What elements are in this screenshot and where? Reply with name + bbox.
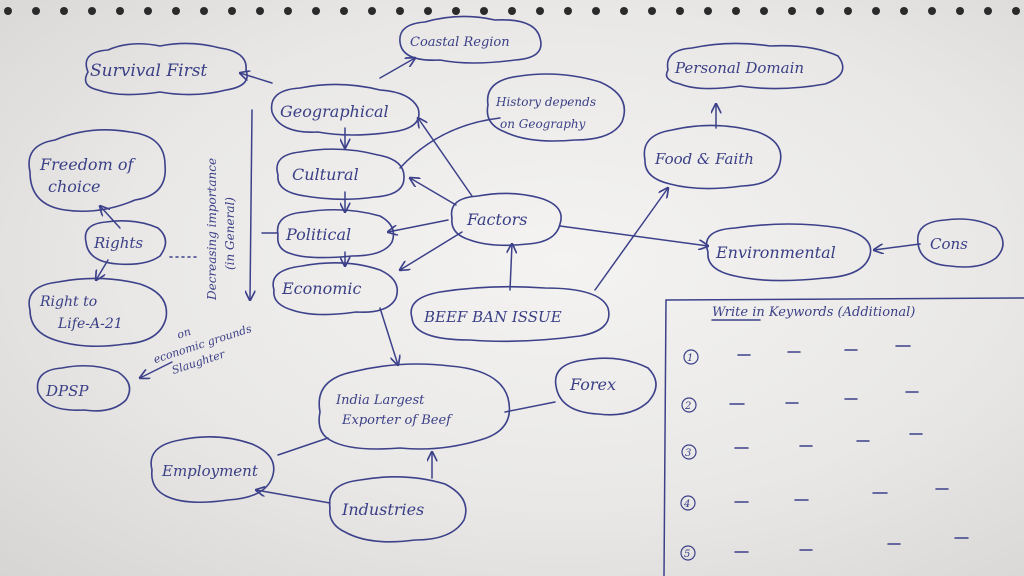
node-freedom-line2: choice [48, 177, 100, 196]
node-food-faith: Food & Faith [654, 150, 754, 168]
node-india-exporter-line2: Exporter of Beef [341, 413, 453, 428]
node-history-line2: on Geography [500, 117, 586, 131]
notes-item-5: 5 [684, 549, 690, 560]
connectors [96, 58, 921, 504]
node-dpsp: DPSP [45, 382, 89, 400]
notes-box: Write in Keywords (Additional) 1 2 3 4 5 [663, 297, 1024, 576]
notes-item-3: 3 [685, 448, 691, 459]
node-freedom-line1: Freedom of [39, 155, 136, 174]
notes-item-1: 1 [687, 353, 693, 364]
node-environmental: Environmental [715, 243, 836, 262]
node-coastal-region: Coastal Region [410, 35, 510, 50]
cloud-shapes [28, 15, 1004, 543]
node-beef-ban-issue: BEEF BAN ISSUE [423, 308, 562, 326]
node-geographical: Geographical [280, 102, 389, 121]
node-industries: Industries [341, 500, 424, 519]
node-forex: Forex [569, 375, 616, 394]
node-factors: Factors [466, 210, 527, 229]
annotation-decreasing-line2: (in General) [223, 197, 237, 270]
notes-heading: Write in Keywords (Additional) [712, 305, 915, 320]
notes-item-2: 2 [684, 401, 691, 412]
spiral-binding [4, 7, 1020, 15]
node-cultural: Cultural [292, 165, 359, 184]
notes-item-4: 4 [683, 499, 690, 510]
node-rights: Rights [93, 234, 143, 252]
node-india-exporter-line1: India Largest [335, 393, 425, 408]
node-economic: Economic [281, 279, 362, 298]
annotation-decreasing-line1: Decreasing importance [205, 158, 219, 301]
node-cons: Cons [930, 235, 968, 253]
node-employment: Employment [161, 462, 259, 480]
node-political: Political [285, 225, 351, 244]
annotation-economic-grounds: on economic grounds Slaughter [152, 322, 254, 377]
node-personal-domain: Personal Domain [674, 59, 804, 77]
node-history-line1: History depends [495, 95, 596, 109]
node-survival-first: Survival First [90, 61, 207, 81]
annotation-econ-line1: on [175, 325, 192, 342]
notes-blank-dashes [729, 345, 969, 553]
annotation-decreasing-importance: Decreasing importance (in General) [205, 158, 237, 301]
node-right-to-life-line2: Life-A-21 [57, 316, 123, 332]
node-right-to-life-line1: Right to [39, 294, 97, 310]
